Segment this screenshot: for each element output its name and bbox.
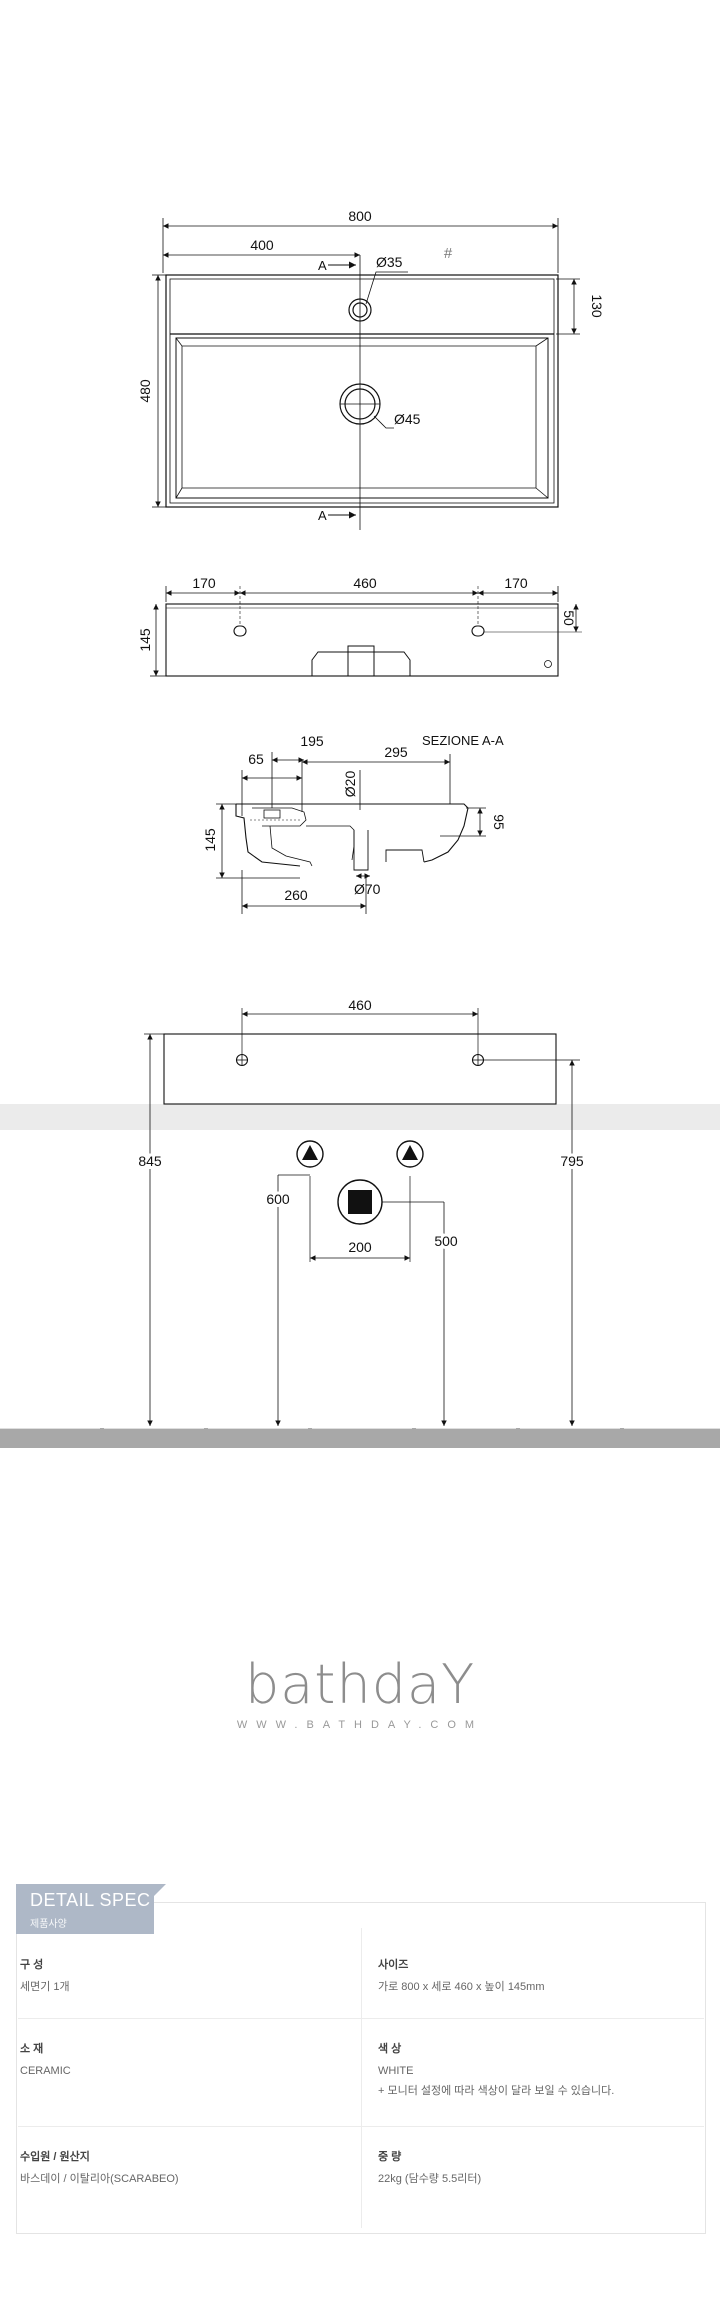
detail-spec-subtitle: 제품사양 xyxy=(30,1919,67,1930)
dim-130: 130 xyxy=(589,294,605,318)
section-mark-bottom: A xyxy=(318,508,327,523)
spec-label: 중 량 xyxy=(378,2151,402,2163)
detail-spec-title: DETAIL SPEC xyxy=(30,1890,151,1910)
dim-845: 845 xyxy=(138,1153,162,1169)
dim-65: 65 xyxy=(248,751,264,767)
detail-spec-tag: DETAIL SPEC 제품사양 xyxy=(16,1884,166,1934)
top-view-drawing xyxy=(152,218,580,530)
dim-500: 500 xyxy=(434,1233,458,1249)
spec-divider-2 xyxy=(18,2126,704,2127)
spec-item-importer: 수입원 / 원산지 바스데이 / 이탈리아(SCARABEO) xyxy=(20,2148,340,2188)
dim-295: 295 xyxy=(384,744,408,760)
hash-mark: # xyxy=(444,245,453,262)
dim-drain: Ø45 xyxy=(394,411,421,427)
section-title: SEZIONE A-A xyxy=(422,733,504,748)
dim-50: 50 xyxy=(561,610,577,626)
spec-value: 세면기 1개 xyxy=(20,1981,70,1993)
dim-480: 480 xyxy=(137,379,153,403)
dim-800: 800 xyxy=(348,208,372,224)
dim-200: 200 xyxy=(348,1239,372,1255)
brand-logo[interactable]: bathdaY xyxy=(244,1653,476,1716)
spec-value: 가로 800 x 세로 460 x 높이 145mm xyxy=(378,1981,545,1993)
spec-item-size: 사이즈 가로 800 x 세로 460 x 높이 145mm xyxy=(378,1956,698,1996)
spec-item-weight: 중 량 22kg (담수량 5.5리터) xyxy=(378,2148,698,2188)
spec-value: 바스데이 / 이탈리아(SCARABEO) xyxy=(20,2173,179,2185)
spec-item-composition: 구 성 세면기 1개 xyxy=(20,1956,340,1996)
spec-value: WHITE xyxy=(378,2065,414,2077)
front-view-drawing xyxy=(150,586,582,677)
dim-260: 260 xyxy=(284,887,308,903)
section-mark-top: A xyxy=(318,258,327,273)
brand-url[interactable]: WWW.BATHDAY.COM xyxy=(236,1719,484,1731)
spec-note: + 모니터 설정에 따라 색상이 달라 보일 수 있습니다. xyxy=(378,2085,615,2097)
dim-tap-hole: Ø35 xyxy=(376,254,403,270)
dim-145-section: 145 xyxy=(202,828,218,852)
spec-divider-1 xyxy=(18,2018,704,2019)
spec-divider-vertical xyxy=(361,1928,362,2228)
spec-label: 구 성 xyxy=(20,1959,44,1971)
spec-value: CERAMIC xyxy=(20,2065,71,2077)
dim-70: Ø70 xyxy=(354,881,381,897)
dim-400: 400 xyxy=(250,237,274,253)
spec-label: 사이즈 xyxy=(378,1959,409,1971)
dim-145-front: 145 xyxy=(137,628,153,652)
spec-label: 소 재 xyxy=(20,2043,44,2055)
counter-band xyxy=(0,1104,720,1130)
valve-left-icon xyxy=(296,1140,324,1168)
spec-item-color: 색 상 WHITE + 모니터 설정에 따라 색상이 달라 보일 수 있습니다. xyxy=(378,2040,698,2100)
dim-20: Ø20 xyxy=(342,771,358,798)
dim-795: 795 xyxy=(560,1153,584,1169)
dim-460-install: 460 xyxy=(348,997,372,1013)
dim-600: 600 xyxy=(266,1191,290,1207)
dim-170-right: 170 xyxy=(504,575,528,591)
brand-block: bathdaY WWW.BATHDAY.COM xyxy=(0,1653,720,1732)
spec-label: 수입원 / 원산지 xyxy=(20,2151,90,2163)
spec-value: 22kg (담수량 5.5리터) xyxy=(378,2173,482,2185)
valve-right-icon xyxy=(396,1140,424,1168)
install-drawing xyxy=(144,1008,580,1426)
waste-outlet-icon xyxy=(337,1179,383,1225)
dim-460-front: 460 xyxy=(353,575,377,591)
floor xyxy=(0,1428,720,1448)
dim-95: 95 xyxy=(491,814,507,830)
dim-195: 195 xyxy=(300,733,324,749)
technical-drawings: 800 400 # 480 130 Ø35 Ø45 A A 170 460 17… xyxy=(0,208,720,1448)
section-drawing xyxy=(216,752,486,914)
dim-170-left: 170 xyxy=(192,575,216,591)
spec-label: 색 상 xyxy=(378,2043,402,2055)
spec-item-material: 소 재 CERAMIC xyxy=(20,2040,340,2080)
